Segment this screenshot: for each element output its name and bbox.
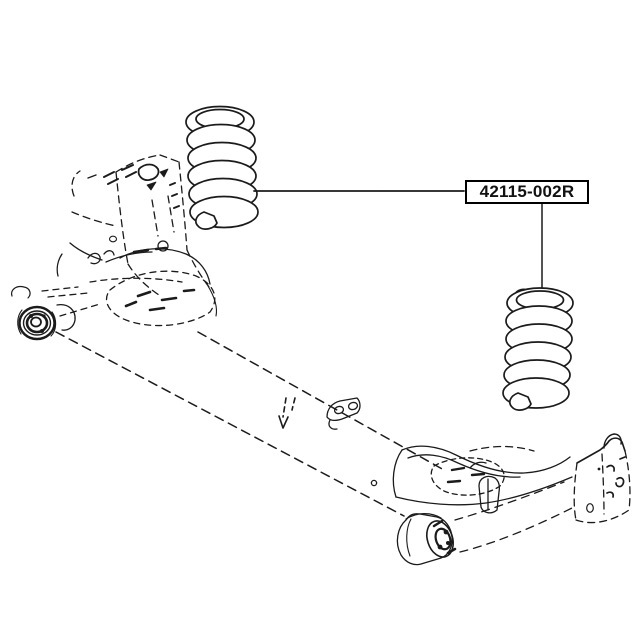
left-drum-connectors: [41, 277, 183, 317]
right-drum-connectors: [454, 481, 573, 553]
left-mount-bracket: [71, 154, 210, 296]
left-bracket-bushing-details: [87, 163, 180, 243]
part-number-label[interactable]: 42115-002R: [465, 180, 589, 204]
top-coil-spring: [185, 105, 259, 230]
mid-beam-arrow-mark: [278, 397, 296, 429]
right-spring-seat: [430, 445, 535, 496]
axle-beam-dashed-lines: [55, 331, 445, 517]
right-trailing-arm: [392, 445, 573, 514]
left-spring-seat: [105, 270, 216, 327]
right-mount-bracket: [573, 433, 631, 524]
left-brake-drum: [11, 285, 76, 341]
bottom-coil-spring: [502, 287, 574, 411]
right-brake-drum: [396, 512, 457, 566]
mid-beam-bracket: [326, 397, 378, 487]
leader-lines: [253, 190, 543, 289]
